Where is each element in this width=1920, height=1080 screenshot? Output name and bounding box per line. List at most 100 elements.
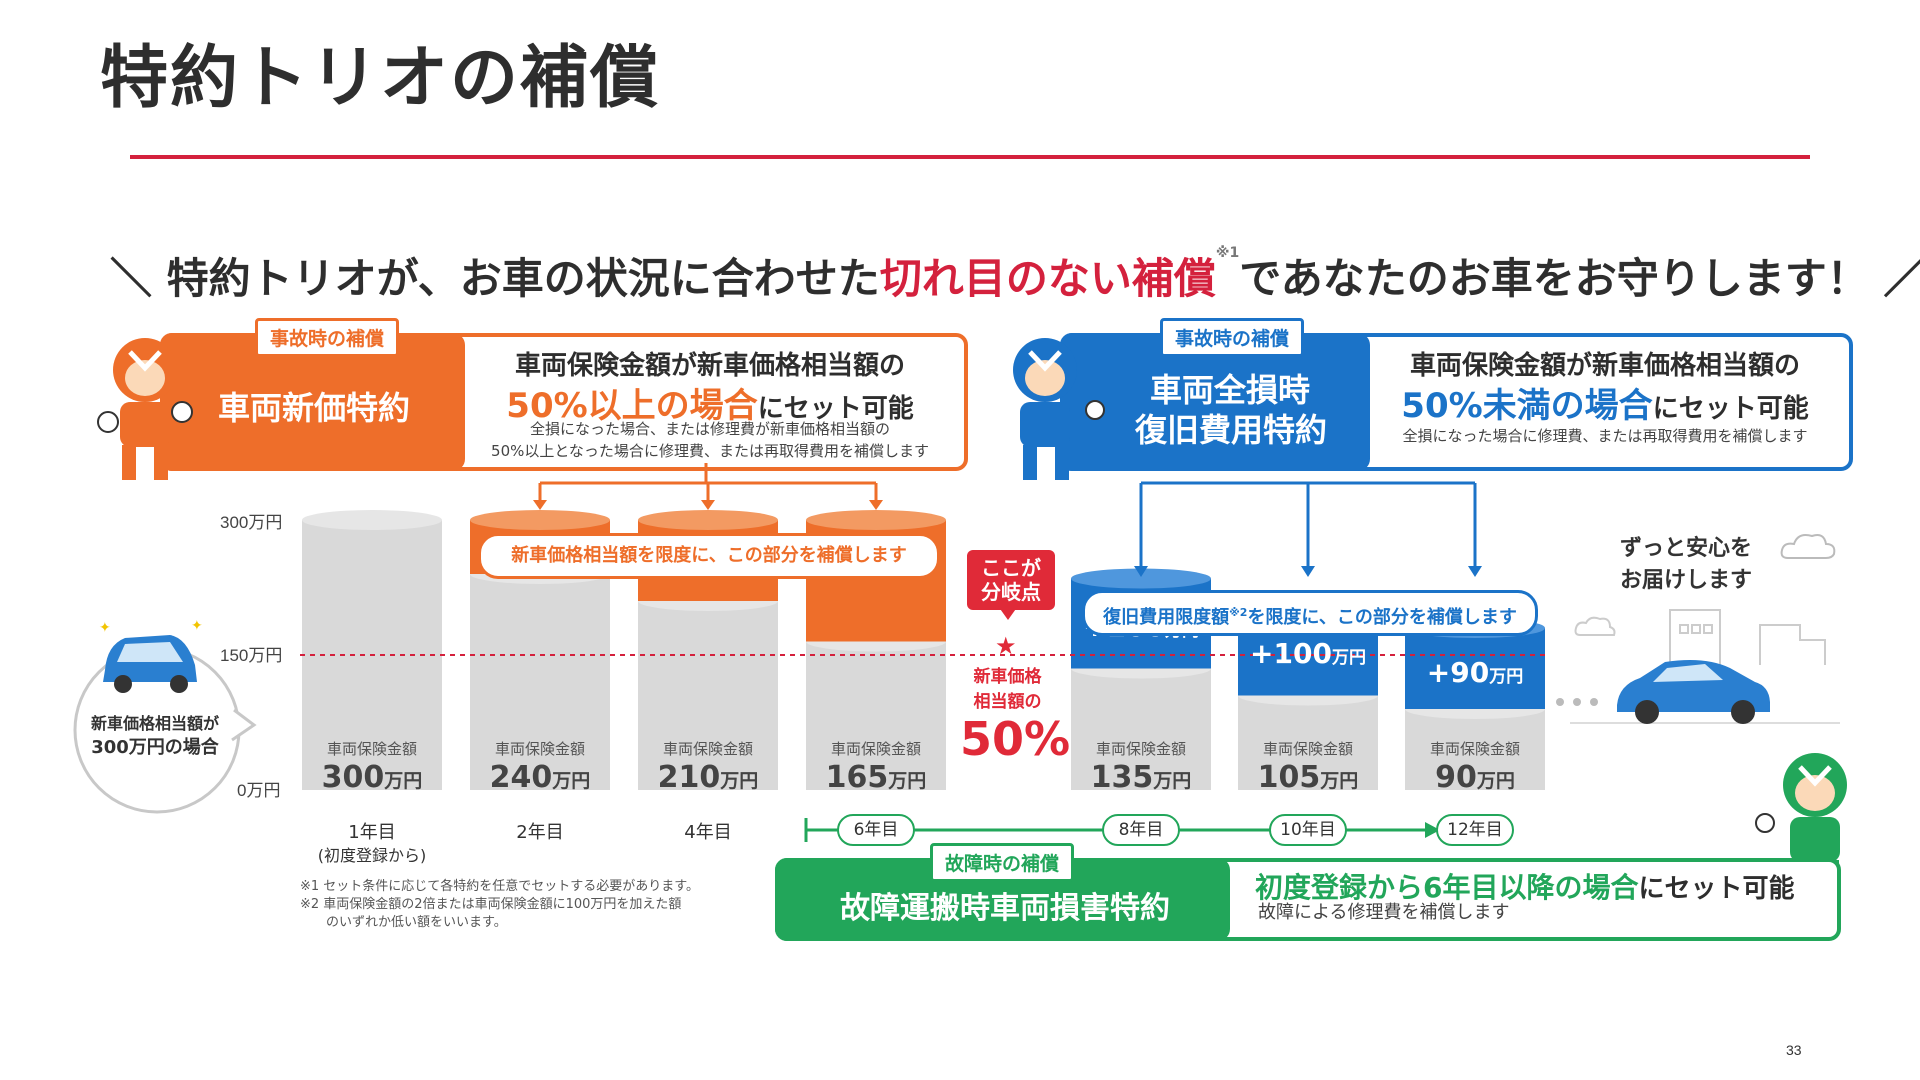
svg-text:✦: ✦ (191, 620, 203, 634)
cloud-icon (1780, 534, 1836, 559)
first-year-note: (初度登録から) (317, 846, 427, 865)
closing-line1: ずっと安心を (1620, 536, 1753, 561)
closing-line2: お届けします (1620, 568, 1753, 593)
footnote-1: ※1 セット条件に応じて各特約を任意でセットする必要があります。 (300, 879, 699, 894)
footnote-2a: ※2 車両保険金額の2倍または車両保険金額に100万円を加えた額 (300, 897, 682, 912)
bar-amount-label: 90万円 (1435, 760, 1515, 795)
bar-caption: 車両保険金額 (326, 740, 417, 758)
headline-after: であなたのお車をお守りします！ (1239, 254, 1869, 303)
page-number: 33 (1786, 1042, 1802, 1058)
branch-note2: 相当額の (973, 692, 1042, 712)
headline-close: ／ (1883, 254, 1920, 303)
blue-arrow-head (1134, 566, 1148, 577)
headline-before: 特約トリオが、お車の状況に合わせた (166, 254, 880, 303)
year-pill: 10年目 (1269, 814, 1347, 846)
branch-note1: 新車価格 (973, 667, 1042, 687)
plus-amount-label: +90万円 (1426, 656, 1524, 690)
bar-amount-label: 105万円 (1257, 760, 1359, 795)
bar-amount-label: 165万円 (825, 760, 927, 795)
option-right-line2: 50%未満の場合にセット可能 (1375, 378, 1835, 427)
recovery-coverage-bar-top (1071, 568, 1211, 589)
mascot-blue-icon (1013, 338, 1105, 480)
bar-amount-label: 300万円 (321, 760, 423, 795)
new-price-coverage-bar-top (806, 510, 946, 530)
y-tick-0: 0万円 (237, 781, 281, 800)
branch-box1: ここが (981, 556, 1041, 580)
y-tick-150: 150万円 (220, 646, 283, 665)
insured-amount-bar (638, 601, 778, 790)
option-bottom-line1: 初度登録から6年目以降の場合にセット可能 (1255, 866, 1795, 906)
bar-caption: 車両保険金額 (1262, 740, 1353, 758)
option-left-name: 車両新価特約 (218, 389, 411, 427)
option-left-small1: 全損になった場合、または修理費が新車価格相当額の (529, 420, 890, 438)
bar-caption: 車両保険金額 (662, 740, 753, 758)
blue-band-before: 復旧費用限度額 (1103, 607, 1230, 628)
branch-box2: 分岐点 (981, 580, 1041, 604)
branch-note: 新車価格 相当額の 50% (960, 662, 1071, 766)
headline: ＼ 特約トリオが、お車の状況に合わせた切れ目のない補償※1であなたのお車をお守り… (110, 245, 1920, 306)
bar-amount-label: 210万円 (657, 760, 759, 795)
headline-open: ＼ (110, 254, 153, 303)
option-left-small2: 50%以上となった場合に修理費、または再取得費用を補償します (491, 442, 929, 460)
option-bottom-tag: 故障時の補償 (930, 843, 1075, 882)
insured-amount-bar (806, 641, 946, 790)
option-bottom-line1-big: 初度登録から6年目以降の場合 (1255, 871, 1639, 904)
year-pill: 6年目 (837, 814, 915, 846)
branch-pointer (998, 606, 1018, 620)
insured-amount-bar-top (302, 510, 442, 530)
branch-pct: 50% (960, 712, 1071, 766)
bar-caption: 車両保険金額 (1095, 740, 1186, 758)
bar-caption: 車両保険金額 (494, 740, 585, 758)
option-right-small1: 全損になった場合に修理費、または再取得費用を補償します (1402, 427, 1808, 445)
car-blue-icon: ✦ ✦ (99, 620, 203, 693)
orange-arrow-head (533, 500, 547, 510)
insured-amount-bar (1405, 709, 1545, 790)
insured-amount-bar (470, 574, 610, 790)
bar-caption: 車両保険金額 (1429, 740, 1520, 758)
bar-amount-label: 135万円 (1090, 760, 1192, 795)
year-pill: 12年目 (1436, 814, 1514, 846)
year-label: 2年目 (516, 822, 564, 843)
option-bottom-line1-rest: にセット可能 (1638, 874, 1795, 904)
blue-band-mark: ※2 (1229, 606, 1248, 619)
mascot-green-icon (1755, 753, 1847, 895)
blue-arrow-head (1301, 566, 1315, 577)
green-timeline-arrowhead (1425, 822, 1440, 838)
orange-arrow-head (869, 500, 883, 510)
recovery-coverage-bar (1405, 628, 1545, 709)
option-right-name2: 復旧費用特約 (1135, 411, 1328, 449)
option-left-line2-rest: にセット可能 (757, 394, 914, 424)
new-price-coverage-bar-top (470, 510, 610, 530)
blue-coverage-band: 復旧費用限度額※2を限度に、この部分を補償します (1082, 590, 1538, 636)
branch-point-box: ここが 分岐点 (967, 550, 1055, 610)
option-bottom-name: 故障運搬時車両損害特約 (840, 891, 1170, 926)
option-left-small: 全損になった場合、または修理費が新車価格相当額の 50%以上となった場合に修理費… (465, 418, 955, 462)
option-right-line1: 車両保険金額が新車価格相当額の (1409, 351, 1800, 381)
option-left-line2: 50%以上の場合にセット可能 (470, 378, 950, 427)
option-right-line2-rest: にセット可能 (1652, 394, 1809, 424)
bar-amount-label: 240万円 (489, 760, 591, 795)
option-left-tag: 事故時の補償 (255, 318, 400, 357)
option-left-line2-big: 50%以上の場合 (506, 386, 758, 426)
svg-text:✦: ✦ (99, 620, 111, 636)
orange-arrow-head (701, 500, 715, 510)
example-line2: 300万円の場合 (91, 737, 219, 758)
insured-amount-bar (1238, 695, 1378, 790)
blue-arrow-head (1468, 566, 1482, 577)
option-bottom-small1: 故障による修理費を補償します (1258, 902, 1510, 923)
blue-band-after: を限度に、この部分を補償します (1247, 607, 1517, 628)
option-right-name1: 車両全損時 (1150, 371, 1311, 409)
cityscape-icon (1570, 609, 1840, 724)
bar-caption: 車両保険金額 (830, 740, 921, 758)
y-tick-300: 300万円 (220, 513, 283, 532)
year-label: 1年目 (348, 822, 396, 843)
headline-note-mark: ※1 (1215, 245, 1240, 261)
option-right-line2-big: 50%未満の場合 (1401, 386, 1653, 426)
plus-amount-label: +100万円 (1250, 637, 1366, 670)
insured-amount-bar (1071, 668, 1211, 790)
headline-accent: 切れ目のない補償 (879, 254, 1216, 303)
new-price-coverage-bar-top (638, 510, 778, 530)
title-rule (130, 155, 1810, 159)
year-pill: 8年目 (1102, 814, 1180, 846)
car-driving-icon (1556, 660, 1770, 724)
